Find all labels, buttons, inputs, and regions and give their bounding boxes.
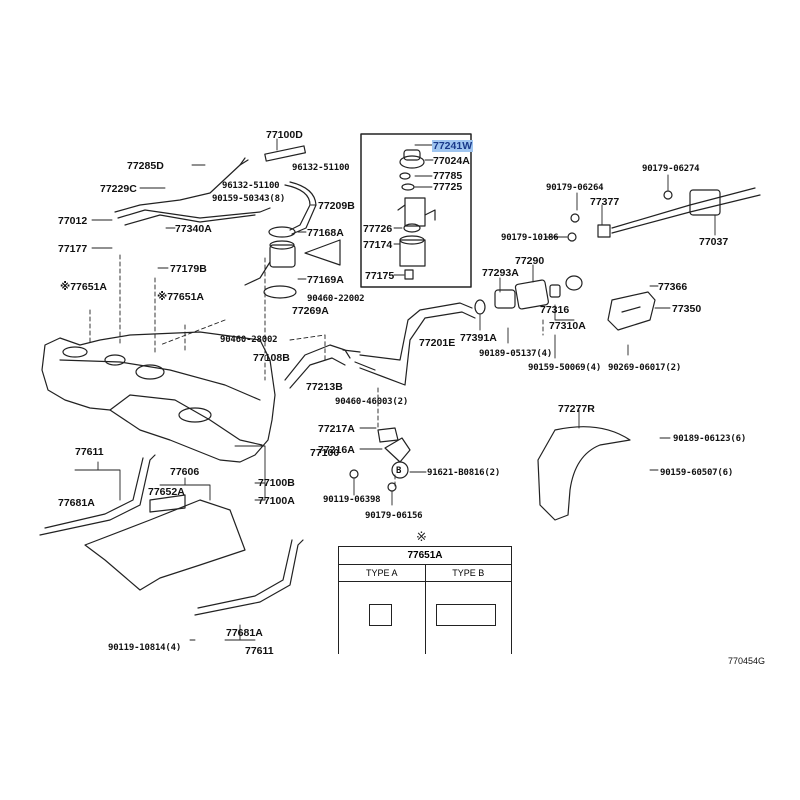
legend-cell-type-b — [426, 582, 512, 654]
part-label-90159-50069[interactable]: 90159-50069(4) — [528, 363, 602, 373]
part-label-77241W[interactable]: 77241W — [432, 140, 474, 152]
part-label-77681A-right[interactable]: 77681A — [226, 627, 263, 639]
legend-cell-type-a — [339, 582, 426, 654]
part-label-77175[interactable]: 77175 — [365, 270, 395, 282]
part-label-91621-B0816[interactable]: 91621-B0816(2) — [427, 468, 501, 478]
part-label-77213B[interactable]: 77213B — [306, 381, 343, 393]
fuel-tank-outline — [41, 331, 276, 463]
part-label-77726[interactable]: 77726 — [363, 223, 393, 235]
tank-band-left — [39, 454, 156, 536]
part-label-77100[interactable]: 77100 — [310, 447, 340, 459]
part-label-77611-left[interactable]: 77611 — [75, 446, 104, 458]
type-legend-table: 77651A TYPE A TYPE B — [338, 546, 512, 654]
part-label-77310A[interactable]: 77310A — [549, 320, 586, 332]
part-label-77201E[interactable]: 77201E — [419, 337, 456, 349]
legend-col-type-a: TYPE A — [339, 565, 426, 581]
part-label-77725[interactable]: 77725 — [433, 181, 463, 193]
part-label-77100A[interactable]: 77100A — [258, 495, 295, 507]
rect-pad-shape — [435, 604, 496, 626]
part-label-90460-28002[interactable]: 90460-28002 — [220, 335, 278, 345]
part-label-77174[interactable]: 77174 — [363, 239, 393, 251]
part-label-90119-06398[interactable]: 90119-06398 — [323, 495, 381, 505]
part-label-77037[interactable]: 77037 — [699, 236, 729, 248]
part-label-90460-22002[interactable]: 90460-22002 — [307, 294, 365, 304]
part-label-77179B[interactable]: 77179B — [170, 263, 207, 275]
part-label-77611-right[interactable]: 77611 — [245, 645, 274, 657]
part-label-77391A[interactable]: 77391A — [460, 332, 497, 344]
ref-marker-b: B — [396, 466, 402, 476]
square-pad-shape — [369, 604, 392, 626]
legend-title: 77651A — [339, 547, 511, 565]
part-label-77350[interactable]: 77350 — [672, 303, 702, 315]
fuel-line-pipes — [114, 159, 249, 213]
part-label-77277R[interactable]: 77277R — [558, 403, 595, 415]
part-label-77681A-left[interactable]: 77681A — [58, 497, 95, 509]
part-label-90269-06017[interactable]: 90269-06017(2) — [608, 363, 682, 373]
part-label-77229C[interactable]: 77229C — [100, 183, 137, 195]
part-label-90159-60507[interactable]: 90159-60507(6) — [660, 468, 734, 478]
part-label-77169A[interactable]: 77169A — [307, 274, 344, 286]
part-label-77216A[interactable]: 77216A — [318, 444, 355, 456]
part-label-77340A[interactable]: 77340A — [175, 223, 212, 235]
part-label-77217A[interactable]: 77217A — [318, 423, 355, 435]
part-label-77209B[interactable]: 77209B — [318, 200, 355, 212]
part-label-90159-50343[interactable]: 90159-50343(8) — [212, 194, 286, 204]
part-label-90189-05137[interactable]: 90189-05137(4) — [479, 349, 553, 359]
part-label-77012[interactable]: 77012 — [58, 215, 88, 227]
splash-shield — [537, 426, 631, 521]
fuel-filter-inset-box — [360, 133, 472, 288]
note-mark: ※ — [416, 530, 427, 545]
part-label-96132-51100-b[interactable]: 96132-51100 — [222, 181, 280, 191]
part-label-90179-06264[interactable]: 90179-06264 — [546, 183, 604, 193]
part-label-77290[interactable]: 77290 — [515, 255, 545, 267]
part-label-77606[interactable]: 77606 — [170, 466, 200, 478]
legend-col-type-b: TYPE B — [452, 568, 485, 578]
figure-id: 770454G — [728, 656, 766, 666]
part-label-77024A[interactable]: 77024A — [433, 155, 470, 167]
part-label-77652A[interactable]: 77652A — [148, 486, 185, 498]
part-label-96132-51100[interactable]: 96132-51100 — [292, 163, 350, 173]
part-label-77108B[interactable]: 77108B — [253, 352, 290, 364]
part-label-77785[interactable]: 77785 — [433, 170, 463, 182]
tank-protector — [84, 499, 246, 591]
part-label-77100D[interactable]: 77100D — [266, 129, 303, 141]
opener-cable — [611, 187, 756, 229]
part-label-77651A-mid[interactable]: ※77651A — [157, 291, 204, 303]
part-label-77269A[interactable]: 77269A — [292, 305, 329, 317]
part-label-77651A-left[interactable]: ※77651A — [60, 281, 107, 293]
part-label-77366[interactable]: 77366 — [658, 281, 688, 293]
part-label-77377[interactable]: 77377 — [590, 196, 620, 208]
part-label-77177[interactable]: 77177 — [58, 243, 88, 255]
filler-pipe — [359, 302, 473, 361]
part-label-90119-10814[interactable]: 90119-10814(4) — [108, 643, 182, 653]
part-label-90179-06274[interactable]: 90179-06274 — [642, 164, 700, 174]
part-label-90179-10186[interactable]: 90179-10186 — [501, 233, 559, 243]
part-label-77316[interactable]: 77316 — [540, 304, 570, 316]
part-label-77168A[interactable]: 77168A — [307, 227, 344, 239]
fuel-door — [607, 291, 656, 331]
part-label-77100B[interactable]: 77100B — [258, 477, 295, 489]
part-label-77285D[interactable]: 77285D — [127, 160, 164, 172]
part-label-90189-06123[interactable]: 90189-06123(6) — [673, 434, 747, 444]
part-label-90460-46003[interactable]: 90460-46003(2) — [335, 397, 409, 407]
part-label-90179-06156[interactable]: 90179-06156 — [365, 511, 423, 521]
part-label-77293A[interactable]: 77293A — [482, 267, 519, 279]
